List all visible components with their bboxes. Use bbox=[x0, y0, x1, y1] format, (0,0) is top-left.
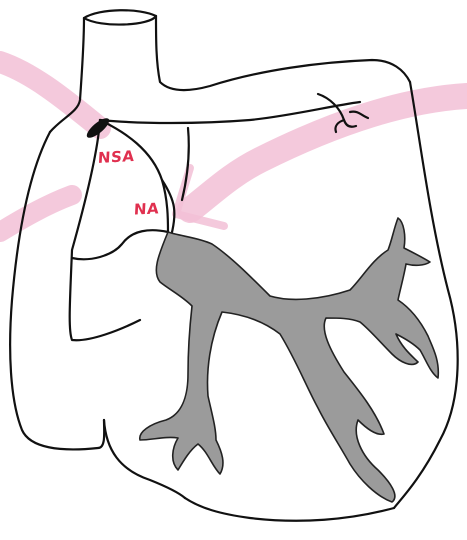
pink-arrow-right bbox=[190, 96, 467, 210]
heart-right-border bbox=[394, 82, 458, 508]
arrow-group bbox=[0, 62, 467, 232]
ns-label: NSA bbox=[97, 147, 135, 167]
conduction-system bbox=[140, 218, 439, 502]
atrium-floor bbox=[72, 230, 168, 259]
pink-arrow-lower-left bbox=[0, 195, 72, 232]
aorta-right-wall bbox=[156, 16, 410, 90]
his-bundle bbox=[140, 218, 439, 502]
pink-arrow-upper-left bbox=[0, 62, 100, 128]
aorta-opening bbox=[84, 10, 156, 24]
heart-bottom-border bbox=[185, 498, 394, 521]
na-label: NA bbox=[133, 199, 159, 218]
